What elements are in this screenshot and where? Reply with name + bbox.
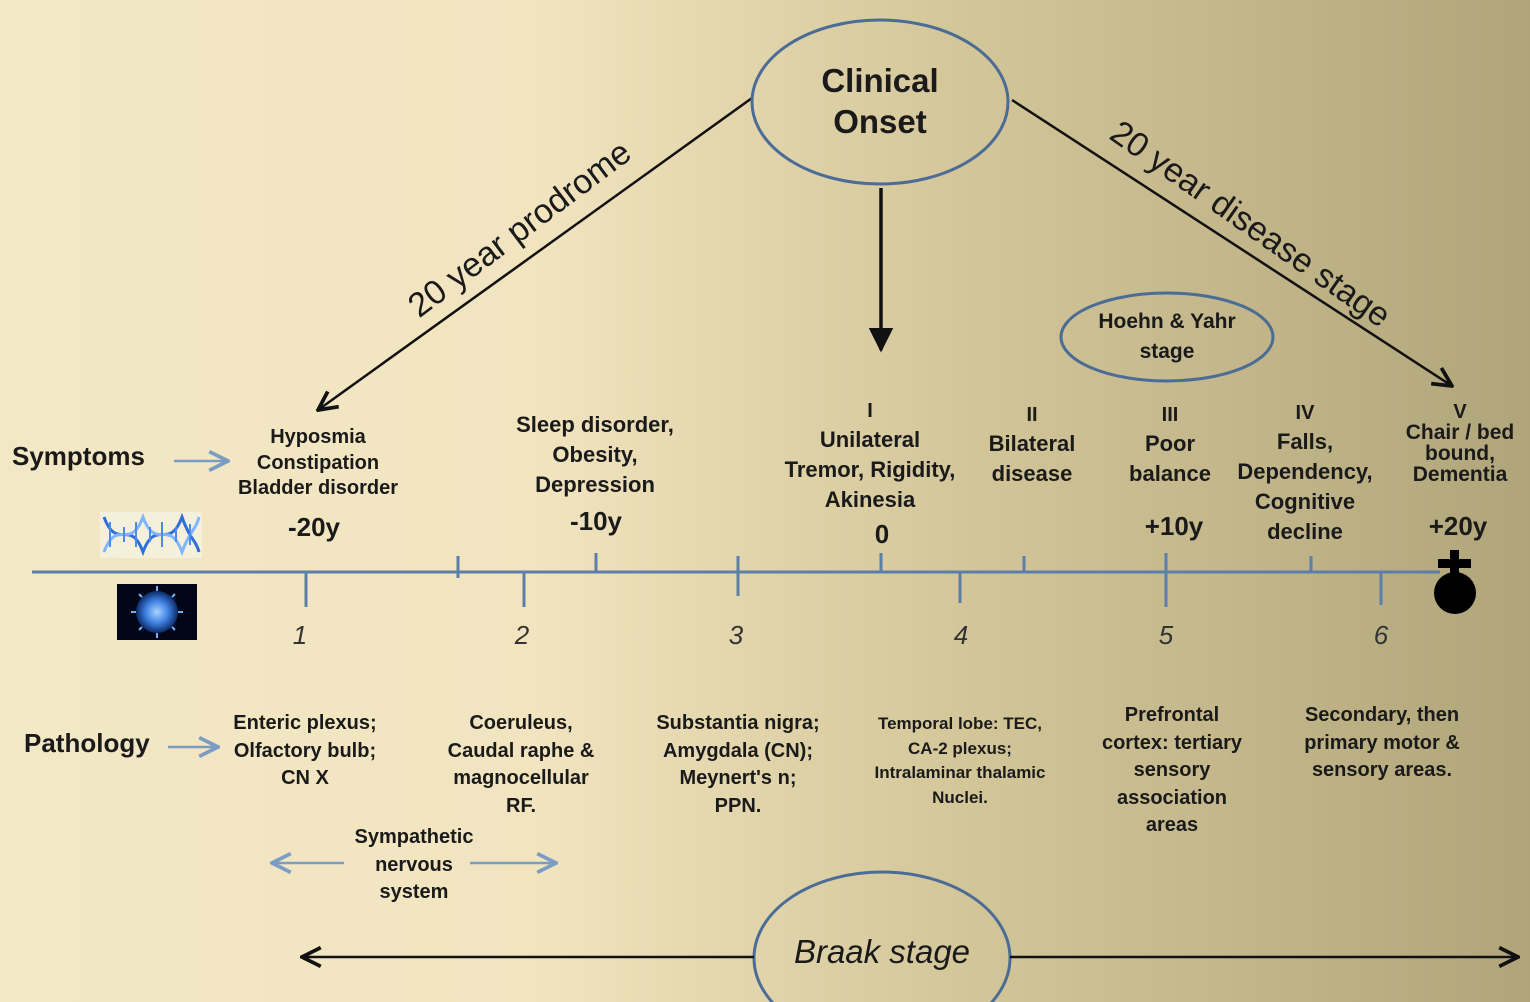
hoehn-yahr-ellipse (1059, 291, 1275, 383)
hy-stage-2-numeral: II (1026, 404, 1038, 426)
hy-stage-4-numeral: IV (1295, 402, 1315, 424)
time-mark-minus10: -10y (569, 506, 623, 536)
hy-stage-4: IV Falls, Dependency, Cognitive decline (1220, 400, 1390, 547)
hy-stage-1-numeral: I (867, 400, 873, 422)
pathology-stage-1: Enteric plexus; Olfactory bulb; CN X (233, 712, 377, 790)
braak-stage-4: 4 (953, 620, 969, 650)
symptom-group-2: Sleep disorder, Obesity, Depression (516, 412, 674, 497)
braak-stage-6: 6 (1373, 620, 1389, 650)
death-cross-icon (1434, 550, 1476, 614)
braak-stage-3: 3 (728, 620, 744, 650)
time-ticks (456, 553, 1313, 596)
braak-stage-2: 2 (514, 620, 530, 650)
pathology-stage-6: Secondary, then primary motor & sensory … (1304, 704, 1460, 782)
braak-stage-1: 1 (292, 620, 308, 650)
hy-stage-5-numeral: V (1453, 401, 1467, 423)
time-mark-zero: 0 (874, 519, 890, 549)
hy-stage-1: I Unilateral Tremor, Rigidity, Akinesia (760, 398, 980, 515)
braak-stage-5: 5 (1158, 620, 1174, 650)
hy-stage-5: V Chair / bed bound, Dementia (1392, 402, 1528, 485)
hy-stage-3: III Poor balance (1110, 402, 1230, 489)
clinical-onset-ellipse (750, 18, 1010, 186)
symptoms-row-label: Symptoms (12, 441, 145, 471)
pathology-stage-3: Substantia nigra; Amygdala (CN); Meynert… (656, 712, 820, 817)
hy-stage-3-numeral: III (1161, 404, 1179, 426)
braak-ticks (304, 572, 1383, 607)
time-mark-plus20: +20y (1428, 511, 1488, 541)
sympathetic-label: Sympathetic nervous system (354, 826, 474, 904)
pathology-stage-2: Coeruleus, Caudal raphe & magnocellular … (447, 712, 595, 817)
prodrome-arrow (318, 96, 753, 410)
disease-stage-arrow (1011, 98, 1452, 386)
clinical-onset-label: Clinical Onset (821, 62, 939, 141)
hoehn-yahr-label: Hoehn & Yahr stage (1098, 310, 1236, 364)
dna-icon (100, 512, 202, 558)
pathology-row-label: Pathology (24, 728, 150, 758)
hy-stage-2: II Bilateral disease (972, 402, 1092, 489)
time-mark-plus10: +10y (1144, 511, 1204, 541)
time-mark-minus20: -20y (287, 512, 341, 542)
symptom-group-1: Hyposmia Constipation Bladder disorder (237, 426, 399, 500)
pathology-stage-4: Temporal lobe: TEC, CA-2 plexus; Intrala… (874, 714, 1046, 807)
virus-icon (117, 584, 197, 640)
pathology-stage-5: Prefrontal cortex: tertiary sensory asso… (1101, 704, 1243, 837)
braak-stage-label: Braak stage (793, 933, 971, 970)
